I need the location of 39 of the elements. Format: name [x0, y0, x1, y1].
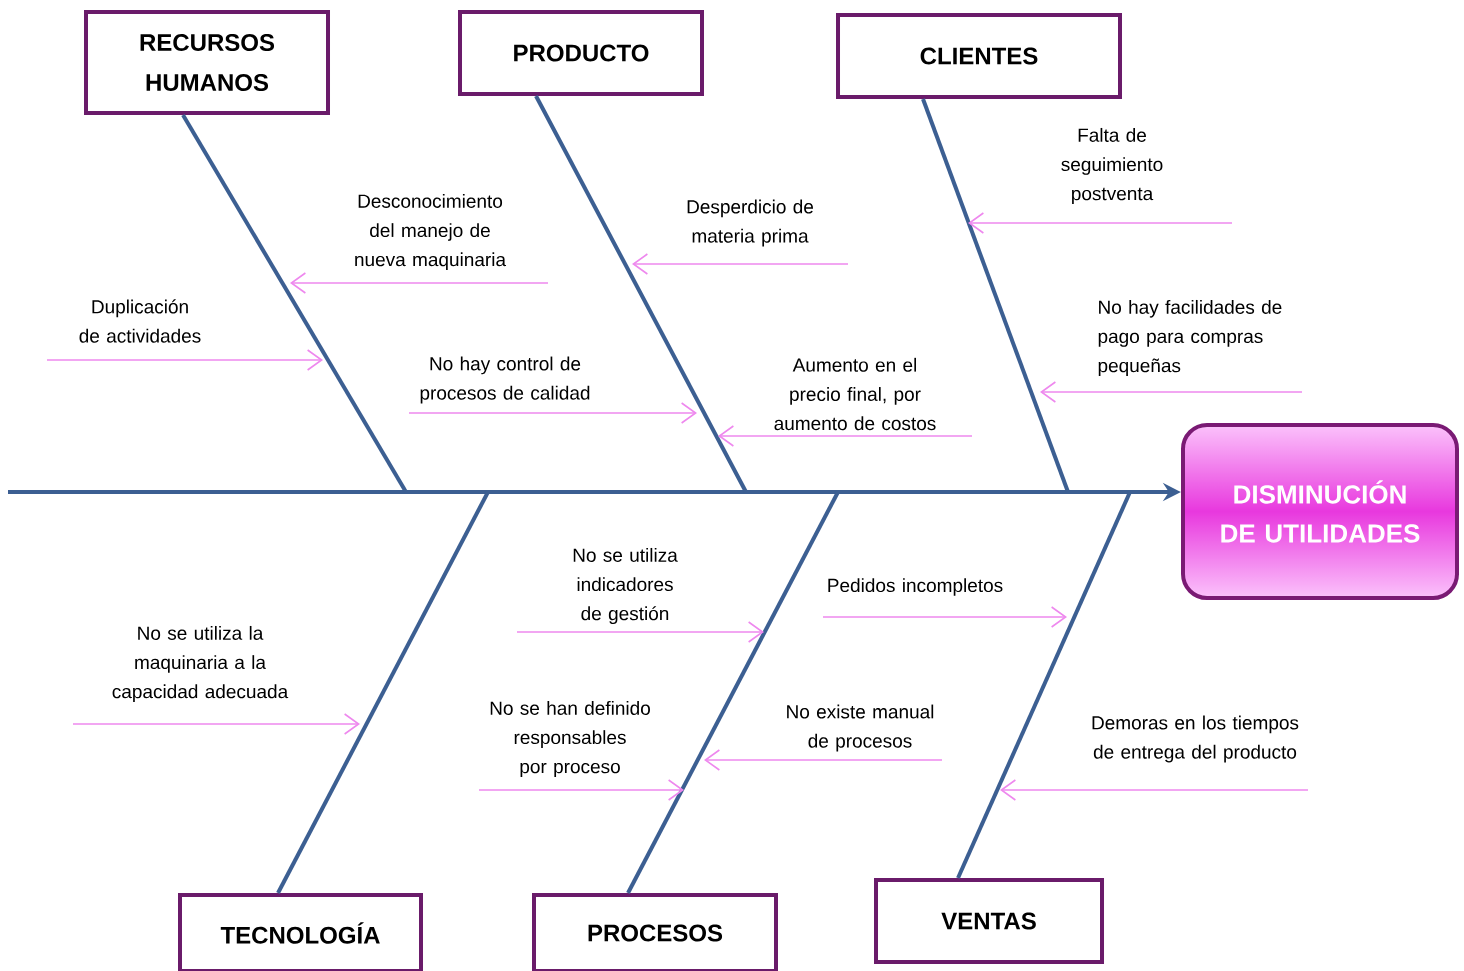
cause-arrow — [1040, 381, 1303, 403]
cause-arrow — [1000, 779, 1309, 801]
bone-line — [534, 95, 748, 493]
category-box: TECNOLOGÍA — [178, 893, 423, 971]
cause-text: No hay control de procesos de calidad — [420, 356, 590, 404]
cause-text: Duplicación de actividades — [79, 299, 201, 343]
cause-arrow — [704, 749, 943, 771]
cause-text: No hay facilidades de pago para compras pequeñas — [1098, 299, 1282, 377]
cause-text: Demoras en los tiempos de entrega del producto — [1092, 715, 1299, 763]
category-box: RECURSOS HUMANOS — [84, 10, 330, 115]
cause-text: Aumento en el precio final, por aumento de costos — [774, 357, 936, 431]
cause-arrow — [968, 212, 1233, 234]
cause-text: No se utiliza la maquinaria a la capacidad adecuada — [112, 625, 289, 703]
category-box: PRODUCTO — [458, 10, 704, 96]
category-box: VENTAS — [874, 878, 1104, 964]
effect-box: DISMINUCIÓN DE UTILIDADES — [1181, 423, 1459, 600]
cause-arrow — [632, 253, 849, 275]
cause-arrow — [478, 779, 684, 801]
cause-arrow — [718, 425, 973, 447]
cause-text: Desconocimiento del manejo de nueva maquinaria — [355, 193, 506, 271]
cause-arrow — [516, 621, 764, 643]
cause-arrow — [72, 713, 360, 735]
category-box: PROCESOS — [532, 893, 778, 971]
cause-arrow — [822, 606, 1067, 628]
cause-text: No se han definido responsables por proceso — [490, 700, 650, 778]
cause-arrow — [46, 349, 323, 371]
bone-line — [921, 98, 1070, 493]
category-box: CLIENTES — [836, 13, 1122, 99]
cause-text: Pedidos incompletos — [828, 578, 1003, 596]
cause-arrow — [290, 272, 549, 294]
cause-text: Desperdicio de materia prima — [687, 199, 813, 247]
bone-line — [181, 114, 408, 494]
bone-line — [956, 491, 1132, 879]
bone-line — [626, 491, 840, 894]
cause-text: No existe manual de procesos — [787, 704, 934, 752]
cause-text: Falta de seguimiento postventa — [1061, 127, 1163, 205]
bone-line — [276, 491, 490, 894]
cause-arrow — [408, 402, 697, 424]
cause-text: No se utiliza indicadores de gestión — [573, 547, 678, 625]
